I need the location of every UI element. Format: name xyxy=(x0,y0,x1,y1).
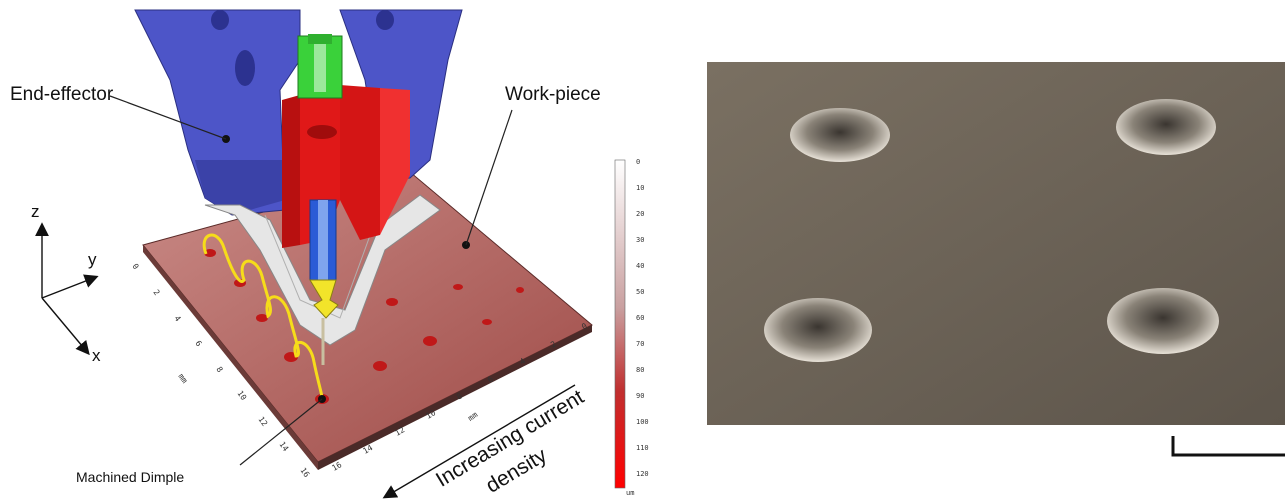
color-scale-tick: 80 xyxy=(636,366,645,374)
color-scale-tick: 70 xyxy=(636,340,645,348)
z-axis-label: z xyxy=(31,202,40,221)
sem-micrograph xyxy=(707,62,1285,425)
electrode-tip-yellow xyxy=(309,279,339,365)
color-scale-tick: 40 xyxy=(636,262,645,270)
machined-dimple-label: Machined Dimple xyxy=(76,469,185,485)
workpiece-plate xyxy=(142,171,593,470)
electrode-blue xyxy=(309,199,337,281)
color-scale-tick: 50 xyxy=(636,288,645,296)
micrograph-scale-bar xyxy=(1171,436,1285,457)
tool-path-spiral xyxy=(202,233,324,399)
color-scale-tick: 30 xyxy=(636,236,645,244)
dimple-leader xyxy=(239,398,323,466)
color-scale-bar xyxy=(614,159,626,489)
end-effector-label: End-effector xyxy=(10,84,114,105)
work-piece-label: Work-piece xyxy=(505,84,601,105)
color-scale-tick: 0 xyxy=(636,158,641,166)
y-axis-label: y xyxy=(88,250,97,269)
end-effector-leader xyxy=(109,95,227,140)
micrograph-dimple-3 xyxy=(764,298,872,362)
color-scale-tick: 20 xyxy=(636,210,645,218)
color-scale-tick: 60 xyxy=(636,314,645,322)
color-scale-tick: 100 xyxy=(636,418,649,426)
micrograph-dimple-2 xyxy=(1116,99,1216,155)
color-scale-tick: 120 xyxy=(636,470,649,478)
micrograph-dimple-4 xyxy=(1107,288,1219,354)
density-arrow xyxy=(382,384,576,499)
color-scale-tick: 10 xyxy=(636,184,645,192)
color-scale-tick: 90 xyxy=(636,392,645,400)
micrograph-dimple-1 xyxy=(790,108,890,162)
axis-triad xyxy=(35,222,99,356)
color-scale-tick: 110 xyxy=(636,444,649,452)
x-axis-label: x xyxy=(92,346,101,365)
workpiece-leader xyxy=(465,109,513,246)
color-scale-unit: um xyxy=(626,489,635,497)
fitting-green xyxy=(297,34,343,99)
